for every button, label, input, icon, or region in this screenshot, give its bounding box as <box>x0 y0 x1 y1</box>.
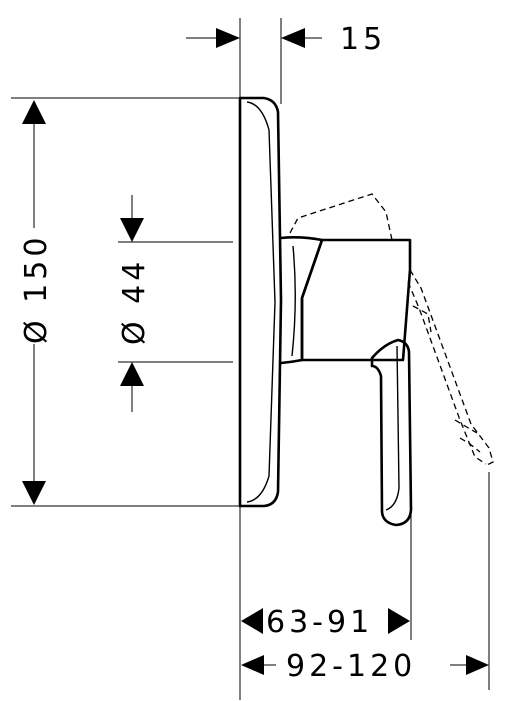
dim-63-91-arrow-right <box>388 608 410 634</box>
dim-92-120-arrow-left <box>241 655 264 675</box>
dim-63-91-label: 63-91 <box>266 605 373 640</box>
neck-shading-line <box>291 245 296 357</box>
lever-tip-dashed-a <box>454 419 478 434</box>
lever-outline <box>370 338 413 527</box>
alternate-positions <box>289 193 494 467</box>
dimension-63-91: 63-91 <box>241 605 410 640</box>
dimension-diameter-44: Ø 44 <box>117 195 152 412</box>
lever-inner-line <box>385 345 400 511</box>
dim-92-120-label: 92-120 <box>286 649 416 684</box>
dim-15-label: 15 <box>340 22 386 57</box>
mixer-body-outline <box>300 238 412 362</box>
lever-tip-dashed-b <box>459 437 481 453</box>
dim-44-arrow-top <box>120 218 144 242</box>
lever-raised-dashed-inner <box>407 281 487 465</box>
dimension-15: 15 <box>186 22 386 57</box>
dim-15-arrow-left <box>216 28 240 48</box>
dim-15-arrow-right <box>281 28 305 48</box>
mixer-body <box>300 238 412 362</box>
lever-raised-dashed-outer <box>409 269 494 467</box>
lever-handle <box>370 338 413 527</box>
dim-150-arrow-top <box>22 100 46 124</box>
cover-plate-inner-curve <box>246 101 276 503</box>
dim-44-arrow-bottom <box>120 362 144 386</box>
dimension-diameter-150: Ø 150 <box>19 100 54 505</box>
dim-150-arrow-bottom <box>22 481 46 505</box>
dim-92-120-arrow-right <box>466 655 489 675</box>
cover-plate <box>238 96 283 508</box>
dim-63-91-arrow-left <box>241 608 263 634</box>
extension-lines <box>11 18 490 700</box>
dim-44-label: Ø 44 <box>117 258 152 345</box>
lever-hinge-dashed <box>412 305 432 333</box>
dimension-92-120: 92-120 <box>241 649 489 684</box>
body-tilted-dashed-outline <box>289 193 393 241</box>
dim-150-label: Ø 150 <box>19 234 54 344</box>
cover-plate-outline <box>238 96 283 508</box>
